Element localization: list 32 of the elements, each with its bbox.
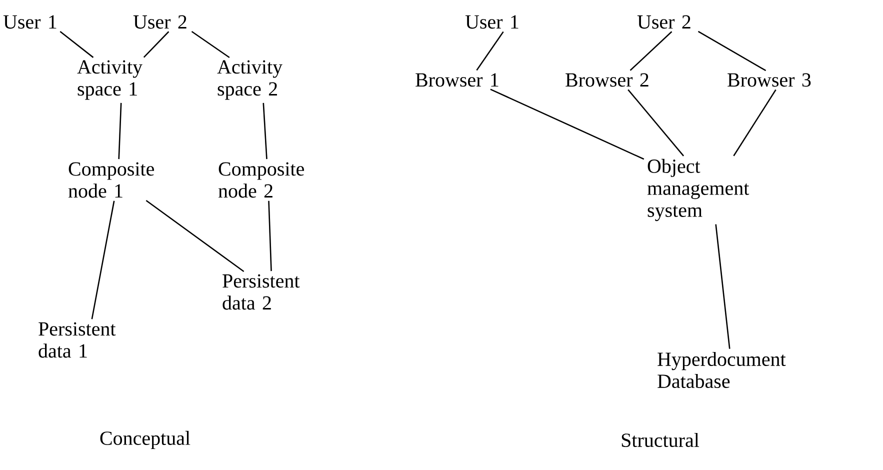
caption: Conceptual (100, 430, 190, 450)
connector-line (698, 30, 766, 72)
text-label: Browser 1 (416, 73, 498, 87)
text-label: Persistent data 1 (38, 322, 116, 358)
connector-line (268, 200, 272, 272)
connector-line (733, 89, 776, 156)
text-label: Activity space 1 (77, 60, 142, 100)
text-label: Browser 2 (566, 73, 648, 87)
text-label: User 2 (637, 15, 690, 29)
connector-line (118, 102, 122, 160)
connector-line (143, 31, 170, 58)
connector-line (146, 200, 244, 272)
text-label: User 1 (3, 15, 56, 29)
text-label: Composite node 1 (68, 162, 154, 198)
text-label: Browser 3 (728, 73, 811, 87)
text-label: User 1 (465, 15, 518, 29)
text-label: User 2 (133, 15, 186, 29)
connector-line (476, 31, 504, 71)
connector-line (490, 88, 644, 160)
text-label: Hyperdocument Database (658, 352, 786, 388)
connector-line (715, 224, 730, 349)
text-label: Activity space 2 (217, 60, 282, 100)
connector-line (191, 30, 230, 58)
connector-line (60, 31, 94, 58)
connector-line (628, 89, 684, 156)
connector-line (630, 31, 672, 71)
connector-line (262, 102, 268, 160)
caption: Structural (622, 432, 700, 448)
text-label: Object management system (647, 158, 750, 222)
connector-line (91, 200, 115, 320)
text-label: Composite node 2 (218, 162, 304, 198)
text-label: Persistent data 2 (222, 274, 300, 310)
